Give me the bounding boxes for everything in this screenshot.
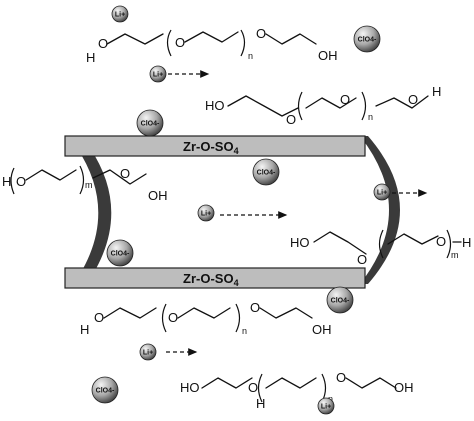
- repeat-m-label: m: [451, 250, 459, 260]
- zr-channel: Zr-O-SO4 Zr-O-SO4: [64, 135, 400, 289]
- li-ion: Li+: [139, 343, 157, 361]
- chain-bond: [227, 95, 299, 117]
- svg-text:ClO4-: ClO4-: [96, 388, 115, 395]
- repeat-m-label: m: [85, 180, 93, 190]
- svg-text:ClO4-: ClO4-: [111, 251, 130, 258]
- chain-bond: [103, 307, 157, 319]
- perchlorate-ion: ClO4-: [91, 376, 119, 404]
- chain-bond: [92, 169, 147, 185]
- perchlorate-ion: ClO4-: [106, 239, 134, 267]
- curved-wall-left: [77, 148, 112, 274]
- oxygen-label: O: [98, 36, 108, 51]
- peg-chain-top: H O O n O OH: [86, 26, 338, 65]
- oxygen-label: O: [120, 166, 130, 181]
- oxygen-label: O: [357, 252, 367, 267]
- hydroxyl-label: OH: [312, 322, 332, 337]
- perchlorate-ion: ClO4-: [252, 158, 280, 186]
- li-ion: Li+: [373, 183, 391, 201]
- oxygen-label: O: [340, 92, 350, 107]
- li-ion: Li+: [111, 5, 129, 23]
- oxygen-label: O: [408, 92, 418, 107]
- hydroxyl-label: HO: [290, 235, 310, 250]
- oxygen-label: O: [175, 35, 185, 50]
- curved-wall-right: [360, 136, 400, 284]
- repeat-bracket-close: [240, 29, 246, 57]
- svg-text:Li+: Li+: [377, 190, 387, 197]
- svg-text:Li+: Li+: [115, 12, 125, 19]
- peg-chain-lower: H O O n O OH: [80, 300, 332, 337]
- perchlorate-ion: ClO4-: [136, 109, 164, 137]
- oxygen-label: O: [336, 370, 346, 385]
- li-ion: Li+: [149, 65, 167, 83]
- svg-text:ClO4-: ClO4-: [331, 298, 350, 305]
- oxygen-label: O: [436, 234, 446, 249]
- hydroxyl-label: OH: [148, 188, 168, 203]
- oxygen-label: O: [16, 174, 26, 189]
- li-ion: Li+: [197, 204, 215, 222]
- hydroxyl-label: OH: [394, 380, 414, 395]
- svg-text:Li+: Li+: [153, 72, 163, 79]
- hydrogen-label: H: [2, 174, 11, 189]
- chain-bond: [345, 377, 397, 389]
- plate-label-top: Zr-O-SO4: [183, 139, 239, 156]
- chain-bond: [305, 97, 357, 109]
- plate-label-bottom: Zr-O-SO4: [183, 271, 239, 288]
- oxygen-label: O: [256, 26, 266, 41]
- peg-chain-right: HO O O m H: [290, 229, 471, 267]
- repeat-bracket-close: [361, 91, 367, 121]
- chain-bond: [25, 169, 77, 181]
- hydroxyl-label: OH: [318, 48, 338, 63]
- repeat-n-label: n: [248, 51, 253, 61]
- svg-text:ClO4-: ClO4-: [257, 170, 276, 177]
- repeat-bracket-open: [166, 29, 172, 57]
- top-plate: [64, 135, 366, 157]
- repeat-bracket-close: [79, 165, 85, 195]
- repeat-bracket-open: [10, 167, 15, 195]
- svg-text:Li+: Li+: [321, 404, 331, 411]
- chain-bond: [265, 377, 317, 389]
- bottom-plate: [64, 267, 366, 289]
- repeat-bracket-open: [297, 91, 303, 121]
- svg-text:Li+: Li+: [201, 211, 211, 218]
- oxygen-label: O: [94, 310, 104, 325]
- svg-text:Li+: Li+: [143, 350, 153, 357]
- chain-bond: [313, 231, 367, 255]
- hydroxyl-label: HO: [180, 380, 200, 395]
- repeat-bracket-open: [378, 229, 384, 259]
- repeat-n-label: n: [368, 112, 373, 122]
- hydrogen-label: H: [256, 396, 265, 411]
- peg-chain-left: H O m O OH: [2, 165, 168, 203]
- chain-bond: [177, 307, 231, 319]
- repeat-bracket-close: [235, 303, 241, 333]
- repeat-bracket-close: [446, 229, 452, 259]
- li-ion: Li+: [317, 397, 335, 415]
- chain-bond: [387, 233, 439, 245]
- hydrogen-label: H: [80, 322, 89, 337]
- chain-bond: [259, 307, 313, 319]
- perchlorate-ion: ClO4-: [353, 25, 381, 53]
- hydrogen-label: H: [86, 50, 95, 65]
- hydrogen-label: H: [432, 84, 441, 99]
- chain-bond: [201, 377, 253, 389]
- oxygen-label: O: [250, 300, 260, 315]
- peg-chain-bottom: HO O n O OH H: [180, 370, 414, 411]
- chain-bond: [265, 33, 317, 45]
- chain-bond: [375, 95, 429, 109]
- repeat-bracket-open: [161, 303, 167, 333]
- chain-bond: [184, 31, 239, 43]
- hydrogen-label: H: [462, 235, 471, 250]
- repeat-bracket-open: [257, 373, 263, 403]
- chain-bond: [106, 33, 164, 45]
- oxygen-label: O: [286, 112, 296, 127]
- hydroxyl-label: HO: [205, 98, 225, 113]
- svg-text:ClO4-: ClO4-: [358, 37, 377, 44]
- perchlorate-ion: ClO4-: [326, 286, 354, 314]
- oxygen-label: O: [168, 310, 178, 325]
- oxygen-label: O: [248, 380, 258, 395]
- repeat-n-label: n: [242, 326, 247, 336]
- peg-chain-upper-right: HO O O n O H: [205, 84, 441, 127]
- svg-text:ClO4-: ClO4-: [141, 121, 160, 128]
